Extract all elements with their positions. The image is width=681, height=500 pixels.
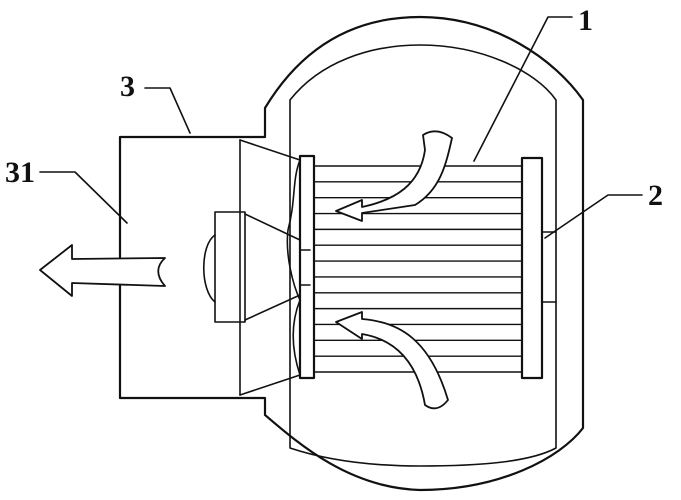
outer-shell <box>118 15 585 492</box>
inlet-arrow-bottom <box>335 311 449 410</box>
label-housing: 2 <box>648 179 663 212</box>
filter-fins <box>314 165 522 373</box>
airflow-arrows <box>39 130 453 410</box>
inner-shell <box>289 44 557 467</box>
fan-housing <box>239 139 301 396</box>
inlet-arrow-top <box>335 130 453 222</box>
label-fan: 3 <box>120 70 135 103</box>
label-filter: 1 <box>578 4 593 37</box>
motor-hub <box>202 211 311 323</box>
leader-lines <box>39 16 643 239</box>
outlet-arrow <box>39 244 166 297</box>
filter-cartridge <box>298 154 557 380</box>
label-outlet: 31 <box>5 156 35 189</box>
